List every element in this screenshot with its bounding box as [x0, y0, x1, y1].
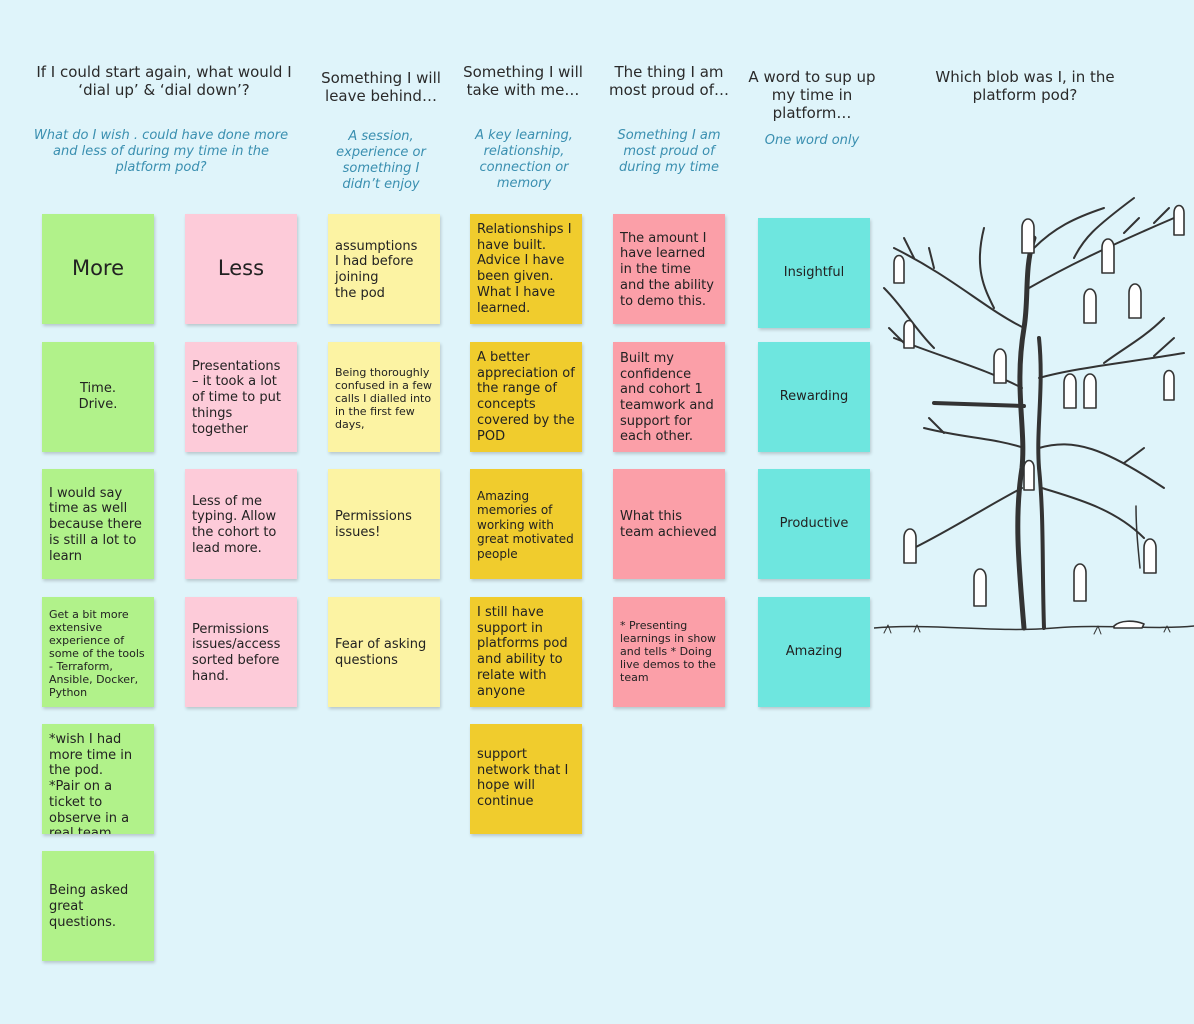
header-which-blob: Which blob was I, in the platform pod?: [935, 68, 1115, 104]
sub-most-proud: Something I am most proud of during my t…: [617, 128, 721, 175]
sticky-note[interactable]: Relationships I have built. Advice I hav…: [470, 214, 582, 324]
sticky-note[interactable]: *wish I had more time in the pod. *Pair …: [42, 724, 154, 834]
sticky-note-word[interactable]: Rewarding: [758, 342, 870, 452]
sticky-note[interactable]: Permissions issues/access sorted before …: [185, 597, 297, 707]
header-dial-up-down: If I could start again, what would I ‘di…: [36, 63, 292, 99]
sticky-note-word[interactable]: Productive: [758, 469, 870, 579]
sticky-note[interactable]: * Presenting learnings in show and tells…: [613, 597, 725, 707]
header-one-word: A word to sup up my time in platform…: [748, 68, 876, 122]
header-most-proud: The thing I am most proud of…: [608, 63, 730, 99]
sticky-note[interactable]: Presentations – it took a lot of time to…: [185, 342, 297, 452]
sticky-note-word[interactable]: Insightful: [758, 218, 870, 328]
sub-take-with-me: A key learning, relationship, connection…: [475, 128, 573, 191]
sticky-note[interactable]: Fear of asking questions: [328, 597, 440, 707]
sticky-note[interactable]: I would say time as well because there i…: [42, 469, 154, 579]
sticky-note[interactable]: The amount I have learned in the time an…: [613, 214, 725, 324]
sticky-note[interactable]: support network that I hope will continu…: [470, 724, 582, 834]
sub-one-word: One word only: [764, 133, 860, 148]
sub-dial-up-down: What do I wish . could have done more an…: [33, 128, 289, 175]
sticky-note[interactable]: Get a bit more extensive experience of s…: [42, 597, 154, 707]
sub-leave-behind: A session, experience or something I did…: [336, 129, 426, 192]
sticky-note[interactable]: Less of me typing. Allow the cohort to l…: [185, 469, 297, 579]
sticky-note[interactable]: I still have support in platforms pod an…: [470, 597, 582, 707]
sticky-note[interactable]: A better appreciation of the range of co…: [470, 342, 582, 452]
sticky-note[interactable]: Permissions issues!: [328, 469, 440, 579]
sticky-note-less[interactable]: Less: [185, 214, 297, 324]
sticky-note-word[interactable]: Amazing: [758, 597, 870, 707]
sticky-note[interactable]: Built my confidence and cohort 1 teamwor…: [613, 342, 725, 452]
blob-tree-drawing[interactable]: [874, 188, 1194, 648]
sticky-note[interactable]: Being thoroughly confused in a few calls…: [328, 342, 440, 452]
header-leave-behind: Something I will leave behind…: [321, 69, 441, 105]
sticky-note[interactable]: Amazing memories of working with great m…: [470, 469, 582, 579]
sticky-note[interactable]: Time. Drive.: [42, 342, 154, 452]
header-take-with-me: Something I will take with me…: [463, 63, 583, 99]
sticky-note[interactable]: assumptions I had before joining the pod: [328, 214, 440, 324]
sticky-note[interactable]: What this team achieved: [613, 469, 725, 579]
sticky-note[interactable]: Being asked great questions.: [42, 851, 154, 961]
sticky-note-more[interactable]: More: [42, 214, 154, 324]
